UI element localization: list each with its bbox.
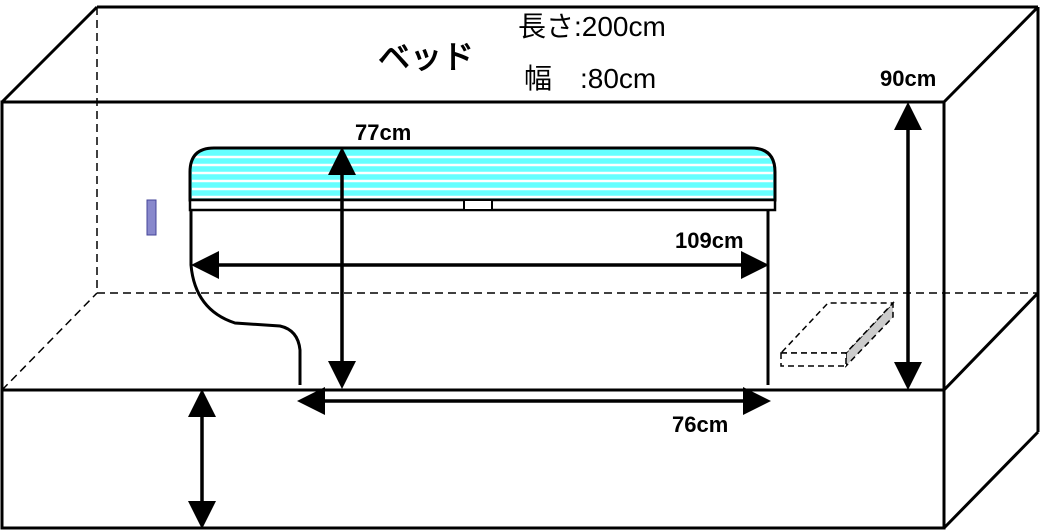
small-box [779, 301, 895, 368]
switch-icon [146, 199, 157, 236]
window-height-label: 77cm [355, 120, 411, 145]
dimension-arrows [188, 102, 922, 529]
spec-width: 幅 :80cm [524, 63, 656, 94]
title: ベッド [378, 38, 474, 76]
spec-length: 長さ:200cm [518, 11, 666, 42]
opening-width-label: 76cm [672, 412, 728, 437]
room-height-label: 90cm [880, 66, 936, 91]
window [188, 146, 777, 212]
bed-box-outline [0, 5, 1040, 530]
hidden-edges [1, 7, 1038, 391]
left-wall-outline [189, 210, 302, 385]
window-width-label: 109cm [675, 228, 744, 253]
